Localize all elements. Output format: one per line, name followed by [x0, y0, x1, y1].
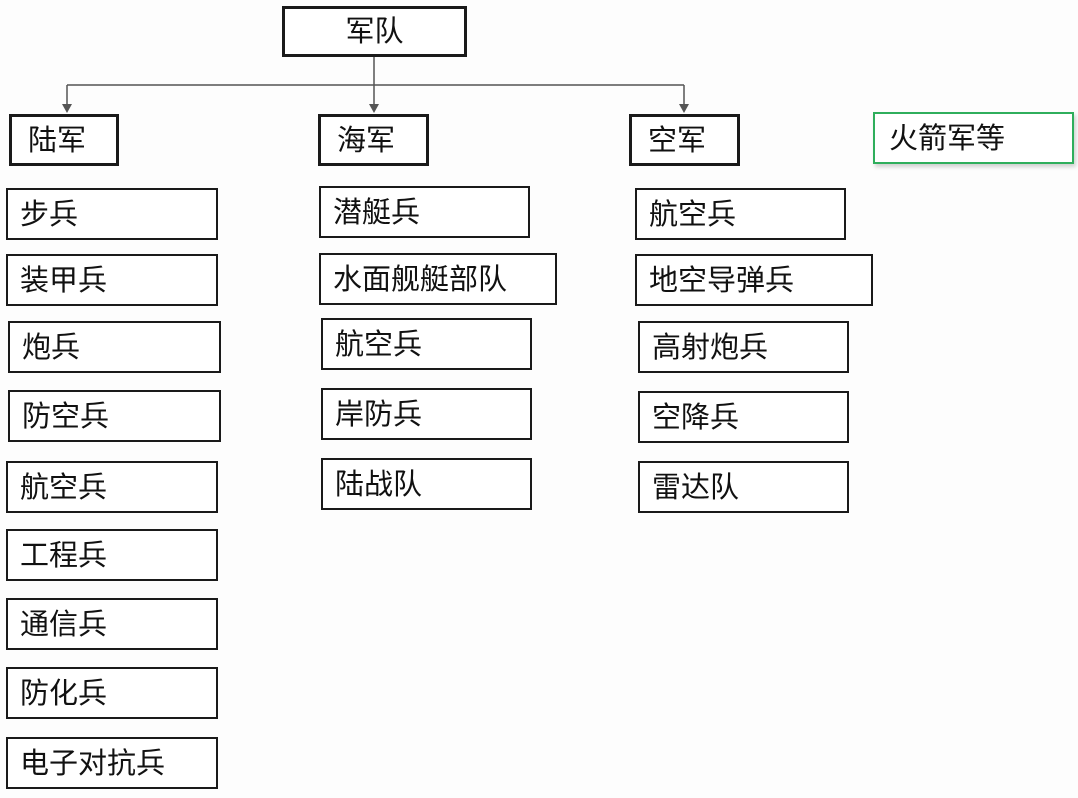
army-unit: 航空兵 [6, 461, 218, 513]
root-node: 军队 [282, 6, 467, 57]
branch-airforce-label: 空军 [648, 122, 707, 157]
branch-navy-label: 海军 [337, 122, 396, 157]
army-unit: 工程兵 [6, 529, 218, 581]
unit-label: 工程兵 [20, 537, 108, 572]
airforce-unit: 高射炮兵 [638, 321, 849, 373]
branch-army: 陆军 [9, 114, 119, 166]
rocket-force-note: 火箭军等 [873, 112, 1074, 164]
navy-unit: 水面舰艇部队 [319, 253, 557, 305]
unit-label: 航空兵 [649, 196, 737, 231]
unit-label: 防空兵 [22, 398, 110, 433]
navy-unit: 陆战队 [321, 458, 532, 510]
unit-label: 装甲兵 [20, 262, 108, 297]
airforce-unit: 雷达队 [638, 461, 849, 513]
army-unit: 电子对抗兵 [6, 737, 218, 789]
airforce-unit: 地空导弹兵 [635, 254, 873, 306]
unit-label: 潜艇兵 [333, 194, 421, 229]
unit-label: 地空导弹兵 [649, 262, 795, 297]
unit-label: 电子对抗兵 [20, 745, 166, 780]
root-label: 军队 [345, 14, 404, 48]
airforce-unit: 空降兵 [638, 391, 849, 443]
army-unit: 通信兵 [6, 598, 218, 650]
navy-unit: 航空兵 [321, 318, 532, 370]
unit-label: 空降兵 [652, 399, 740, 434]
unit-label: 航空兵 [20, 469, 108, 504]
navy-unit: 岸防兵 [321, 388, 532, 440]
unit-label: 雷达队 [652, 469, 740, 504]
unit-label: 炮兵 [22, 329, 81, 364]
army-unit: 防空兵 [8, 390, 221, 442]
unit-label: 水面舰艇部队 [333, 261, 508, 296]
unit-label: 步兵 [20, 196, 79, 231]
army-unit: 步兵 [6, 188, 218, 240]
unit-label: 航空兵 [335, 326, 423, 361]
army-unit: 炮兵 [8, 321, 221, 373]
unit-label: 高射炮兵 [652, 329, 769, 364]
branch-airforce: 空军 [629, 114, 740, 166]
unit-label: 陆战队 [335, 466, 423, 501]
branch-navy: 海军 [318, 114, 429, 166]
unit-label: 防化兵 [20, 675, 108, 710]
army-unit: 装甲兵 [6, 254, 218, 306]
unit-label: 岸防兵 [335, 396, 423, 431]
airforce-unit: 航空兵 [635, 188, 846, 240]
unit-label: 通信兵 [20, 606, 108, 641]
rocket-force-label: 火箭军等 [889, 120, 1006, 155]
navy-unit: 潜艇兵 [319, 186, 530, 238]
army-unit: 防化兵 [6, 667, 218, 719]
branch-army-label: 陆军 [28, 122, 87, 157]
